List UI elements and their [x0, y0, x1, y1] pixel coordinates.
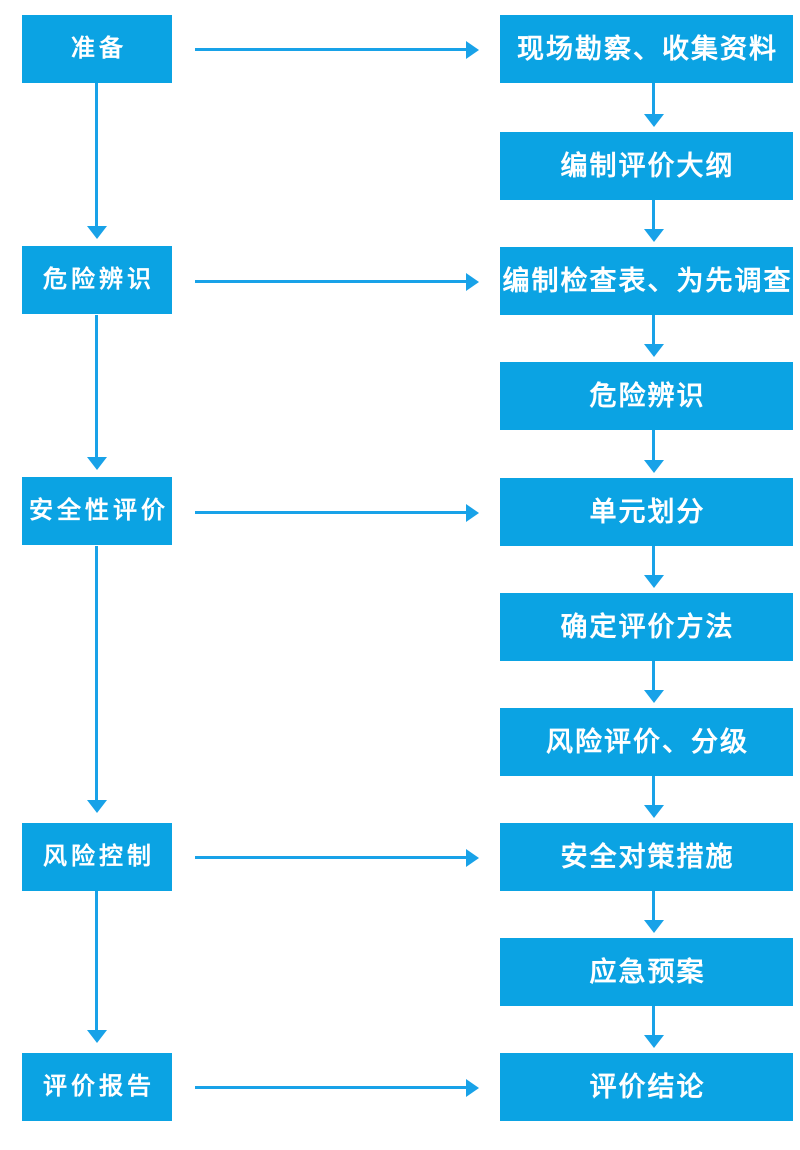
stage-box-evaluation-report: 评价报告: [22, 1053, 172, 1121]
stage-box-safety-evaluation: 安全性评价: [22, 477, 172, 545]
arrow-down-unit-division-to-method: [652, 546, 655, 575]
stage-label-preparation: 准备: [71, 35, 127, 62]
step-label-compile-evaluation-outline: 编制评价大纲: [560, 150, 735, 181]
step-label-safety-countermeasures: 安全对策措施: [560, 841, 735, 872]
step-box-compile-evaluation-outline: 编制评价大纲: [500, 132, 793, 200]
step-box-evaluation-conclusion: 评价结论: [500, 1053, 793, 1121]
step-box-emergency-plan: 应急预案: [500, 938, 793, 1006]
step-label-unit-division: 单元划分: [589, 496, 706, 527]
arrow-right-hazard-identification-to-checklist: [195, 280, 466, 283]
stage-box-hazard-identification: 危险辨识: [22, 246, 172, 314]
step-label-emergency-plan: 应急预案: [589, 956, 706, 987]
step-label-hazard-identification: 危险辨识: [589, 380, 706, 411]
stage-label-risk-control: 风险控制: [43, 843, 155, 870]
stage-label-evaluation-report: 评价报告: [43, 1073, 155, 1100]
step-label-evaluation-conclusion: 评价结论: [589, 1071, 706, 1102]
arrow-right-preparation-to-site-survey: [195, 48, 466, 51]
stage-box-risk-control: 风险控制: [22, 823, 172, 891]
arrow-down-countermeasures-to-emergency-plan: [652, 891, 655, 920]
step-box-safety-countermeasures: 安全对策措施: [500, 823, 793, 891]
arrow-right-evaluation-report-to-conclusion: [195, 1086, 466, 1089]
arrow-down-preparation-to-hazard-identification: [95, 83, 98, 226]
step-box-compile-checklist-preliminary-survey: 编制检查表、为先调查: [500, 247, 793, 315]
arrow-down-emergency-plan-to-conclusion: [652, 1006, 655, 1035]
arrow-down-checklist-to-hazard-identification: [652, 315, 655, 344]
step-label-determine-evaluation-method: 确定评价方法: [560, 611, 735, 642]
step-box-hazard-identification: 危险辨识: [500, 362, 793, 430]
arrow-right-safety-evaluation-to-unit-division: [195, 511, 466, 514]
step-label-compile-checklist-preliminary-survey: 编制检查表、为先调查: [502, 265, 793, 296]
stage-label-hazard-identification: 危险辨识: [43, 266, 155, 293]
step-label-site-survey-data-collection: 现场勘察、收集资料: [517, 33, 778, 64]
arrow-down-risk-control-to-evaluation-report: [95, 891, 98, 1030]
arrow-right-risk-control-to-countermeasures: [195, 856, 466, 859]
arrow-down-method-to-risk-grading: [652, 661, 655, 690]
stage-box-preparation: 准备: [22, 15, 172, 83]
arrow-down-risk-grading-to-countermeasures: [652, 776, 655, 805]
arrow-down-hazard-identification-to-safety-evaluation: [95, 315, 98, 457]
step-box-site-survey-data-collection: 现场勘察、收集资料: [500, 15, 793, 83]
stage-label-safety-evaluation: 安全性评价: [29, 497, 169, 524]
arrow-down-safety-evaluation-to-risk-control: [95, 546, 98, 800]
step-box-unit-division: 单元划分: [500, 478, 793, 546]
step-box-risk-evaluation-grading: 风险评价、分级: [500, 708, 793, 776]
step-box-determine-evaluation-method: 确定评价方法: [500, 593, 793, 661]
arrow-down-site-survey-to-outline: [652, 83, 655, 114]
step-label-risk-evaluation-grading: 风险评价、分级: [546, 726, 749, 757]
arrow-down-outline-to-checklist: [652, 200, 655, 229]
arrow-down-hazard-identification-to-unit-division: [652, 430, 655, 460]
